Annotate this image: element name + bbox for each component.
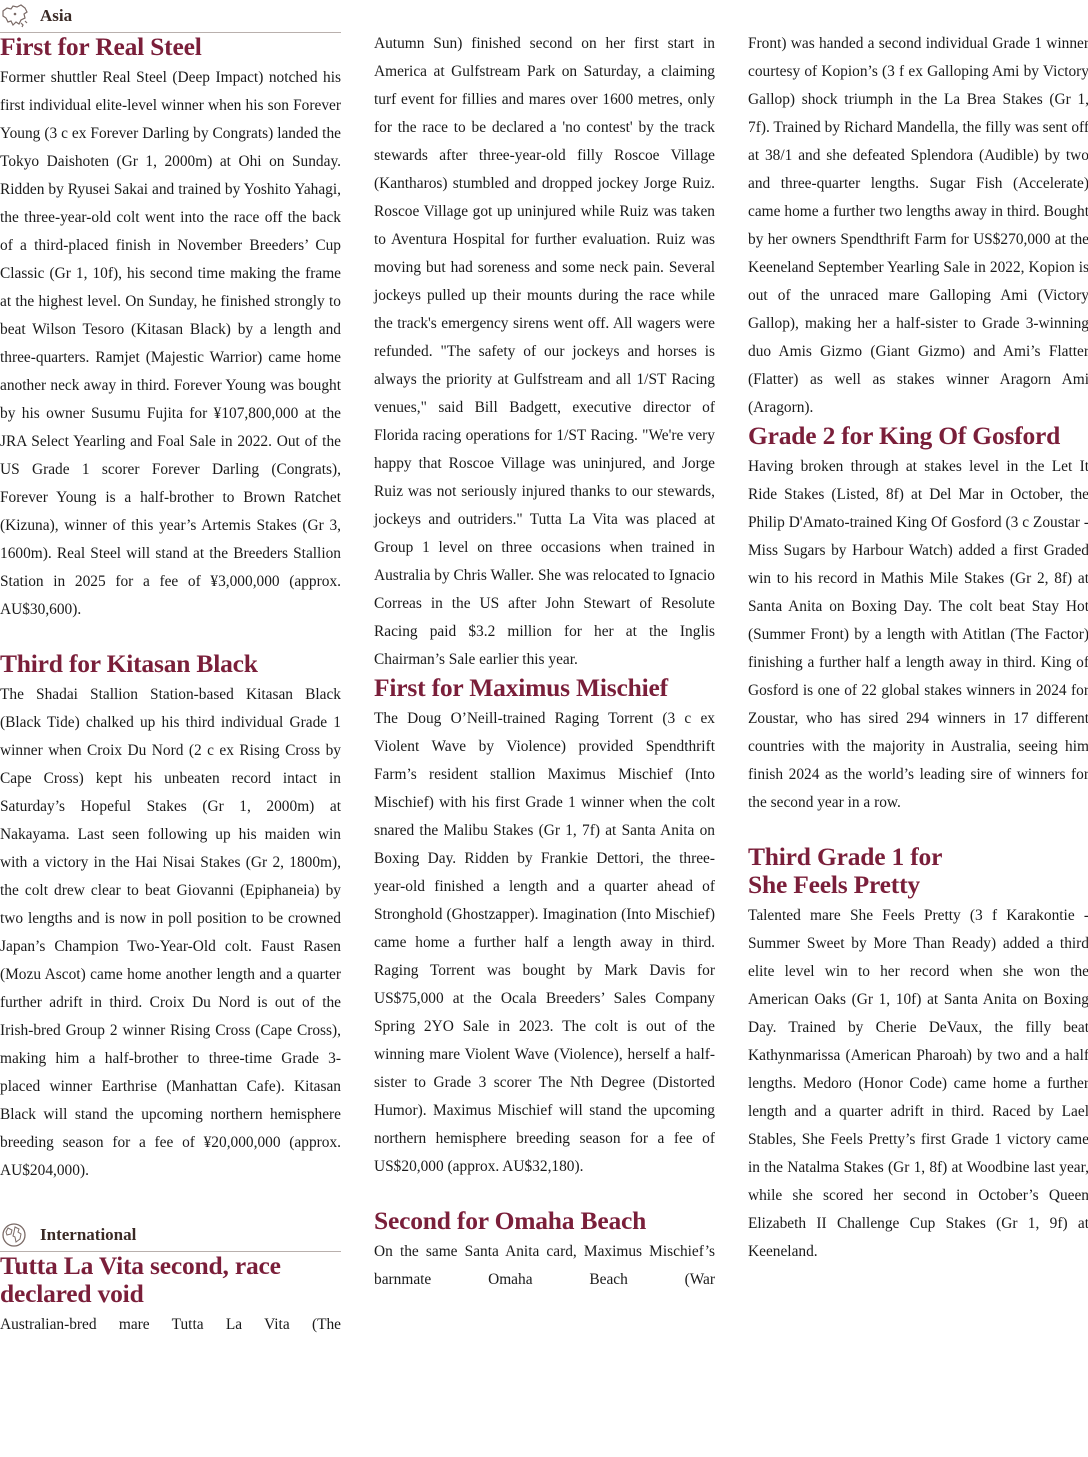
article-title: First for Real Steel (0, 32, 202, 61)
section-header-asia: Asia (0, 0, 341, 33)
section-label-asia: Asia (40, 6, 73, 25)
article-omaha-beach: Second for Omaha Beach On the same Santa… (374, 1207, 715, 1294)
article-she-feels-pretty: Third Grade 1 for She Feels Pretty Talen… (748, 843, 1088, 1266)
article-body: The Doug O’Neill-trained Raging Torrent … (374, 710, 715, 1175)
article-body: Former shuttler Real Steel (Deep Impact)… (0, 69, 341, 618)
article-title: Second for Omaha Beach (374, 1206, 647, 1235)
column-3: Front) was handed a second individual Gr… (748, 0, 1088, 1266)
article-tutta-la-vita-continued: Autumn Sun) finished second on her first… (374, 30, 715, 674)
article-tutta-la-vita: Tutta La Vita second, race declared void… (0, 1252, 341, 1339)
globe-icon (0, 1221, 30, 1249)
column-1: Asia First for Real Steel Former shuttle… (0, 0, 341, 1339)
article-body-continued: Front) was handed a second individual Gr… (748, 35, 1088, 416)
article-body-start: Australian-bred mare Tutta La Vita (The (0, 1316, 341, 1333)
article-kitasan-black: Third for Kitasan Black The Shadai Stall… (0, 650, 341, 1185)
asia-map-icon (0, 2, 30, 30)
article-title: Grade 2 for King Of Gosford (748, 421, 1061, 450)
article-body-start: On the same Santa Anita card, Maximus Mi… (374, 1243, 715, 1288)
article-king-of-gosford: Grade 2 for King Of Gosford Having broke… (748, 422, 1088, 817)
article-title: Tutta La Vita second, race declared void (0, 1251, 281, 1308)
article-title: Third for Kitasan Black (0, 649, 258, 678)
article-real-steel: First for Real Steel Former shuttler Rea… (0, 33, 341, 624)
article-title-line-1: Third Grade 1 for (748, 842, 943, 871)
article-maximus-mischief: First for Maximus Mischief The Doug O’Ne… (374, 674, 715, 1181)
article-body: Having broken through at stakes level in… (748, 458, 1088, 811)
article-omaha-beach-continued: Front) was handed a second individual Gr… (748, 30, 1088, 422)
article-body: The Shadai Stallion Station-based Kitasa… (0, 686, 341, 1179)
article-title: First for Maximus Mischief (374, 673, 668, 702)
article-body: Talented mare She Feels Pretty (3 f Kara… (748, 907, 1088, 1260)
article-title: Third Grade 1 for She Feels Pretty (748, 843, 1088, 899)
column-2: Autumn Sun) finished second on her first… (374, 0, 715, 1294)
section-header-international: International (0, 1219, 341, 1252)
section-label-international: International (40, 1225, 137, 1244)
article-body-continued: Autumn Sun) finished second on her first… (374, 35, 715, 668)
article-title-line-2: She Feels Pretty (748, 870, 920, 899)
